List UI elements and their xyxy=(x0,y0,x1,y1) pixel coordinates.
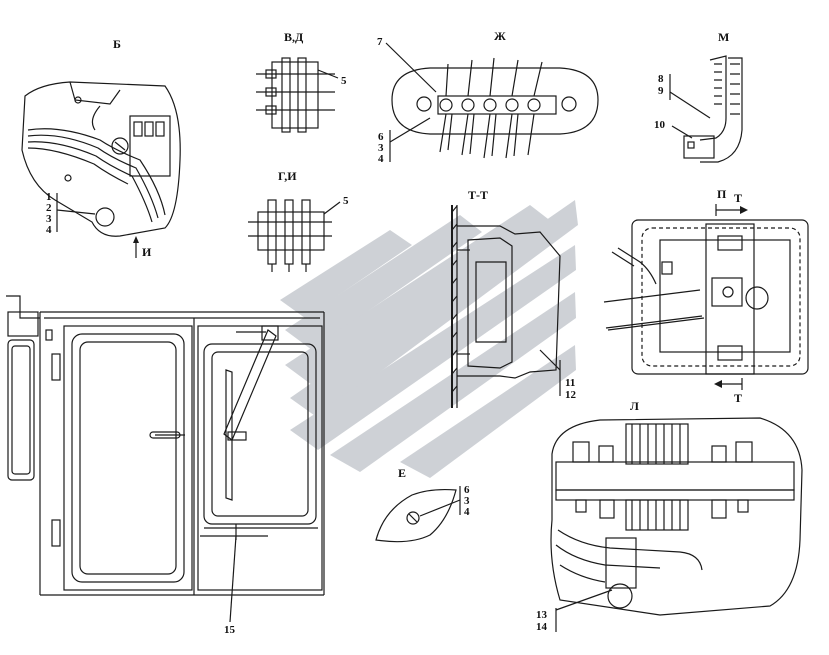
zh-callout-7: 7 xyxy=(377,36,383,48)
view-m-label: М xyxy=(718,30,729,44)
m-callout-8: 8 xyxy=(658,73,664,85)
cab-callout-15: 15 xyxy=(224,624,236,636)
view-p-section-bottom: Т xyxy=(734,391,742,405)
view-p-label: П xyxy=(717,187,727,201)
zh-callout-6: 6 xyxy=(378,131,384,143)
view-p-section-top: Т xyxy=(734,191,742,205)
m-callout-9: 9 xyxy=(658,85,664,97)
zh-callout-3: 3 xyxy=(378,142,384,154)
b-callout-4: 4 xyxy=(46,224,52,236)
view-e-label: Е xyxy=(398,466,406,480)
b-callout-3: 3 xyxy=(46,213,52,225)
cab-side-view: 15 xyxy=(6,295,325,636)
view-b: Б 1 2 3 4 И xyxy=(21,37,181,259)
view-e: Е 6 3 4 xyxy=(375,466,470,543)
b-callout-2: 2 xyxy=(46,202,52,214)
tt-callout-11: 11 xyxy=(565,377,575,389)
watermark-logo xyxy=(280,200,578,478)
b-callout-1: 1 xyxy=(46,191,52,203)
view-l-label: Л xyxy=(630,399,639,413)
view-tt: Т-Т 11 12 xyxy=(451,188,577,408)
gi-callout-5: 5 xyxy=(343,195,349,207)
view-zh: Ж 7 6 3 4 xyxy=(377,29,599,165)
zh-callout-4: 4 xyxy=(378,153,384,165)
view-vd-label: В,Д xyxy=(284,30,304,44)
view-tt-label: Т-Т xyxy=(468,188,488,202)
view-zh-label: Ж xyxy=(494,29,506,43)
e-callout-3: 3 xyxy=(464,495,470,507)
e-callout-6: 6 xyxy=(464,484,470,496)
view-gi-label: Г,И xyxy=(278,169,297,183)
view-p: П Т Т xyxy=(603,187,809,405)
tt-callout-12: 12 xyxy=(565,389,577,401)
view-b-label: Б xyxy=(113,37,121,51)
vd-callout-5: 5 xyxy=(341,75,347,87)
view-m: М 8 9 10 xyxy=(654,30,743,163)
view-vd: В,Д 5 xyxy=(256,30,347,133)
l-callout-14: 14 xyxy=(536,621,548,633)
e-callout-4: 4 xyxy=(464,506,470,518)
view-gi: Г,И 5 xyxy=(248,169,349,272)
m-callout-10: 10 xyxy=(654,119,666,131)
l-callout-13: 13 xyxy=(536,609,548,621)
arrow-i-label: И xyxy=(142,245,152,259)
view-l: Л 13 14 xyxy=(536,399,803,633)
